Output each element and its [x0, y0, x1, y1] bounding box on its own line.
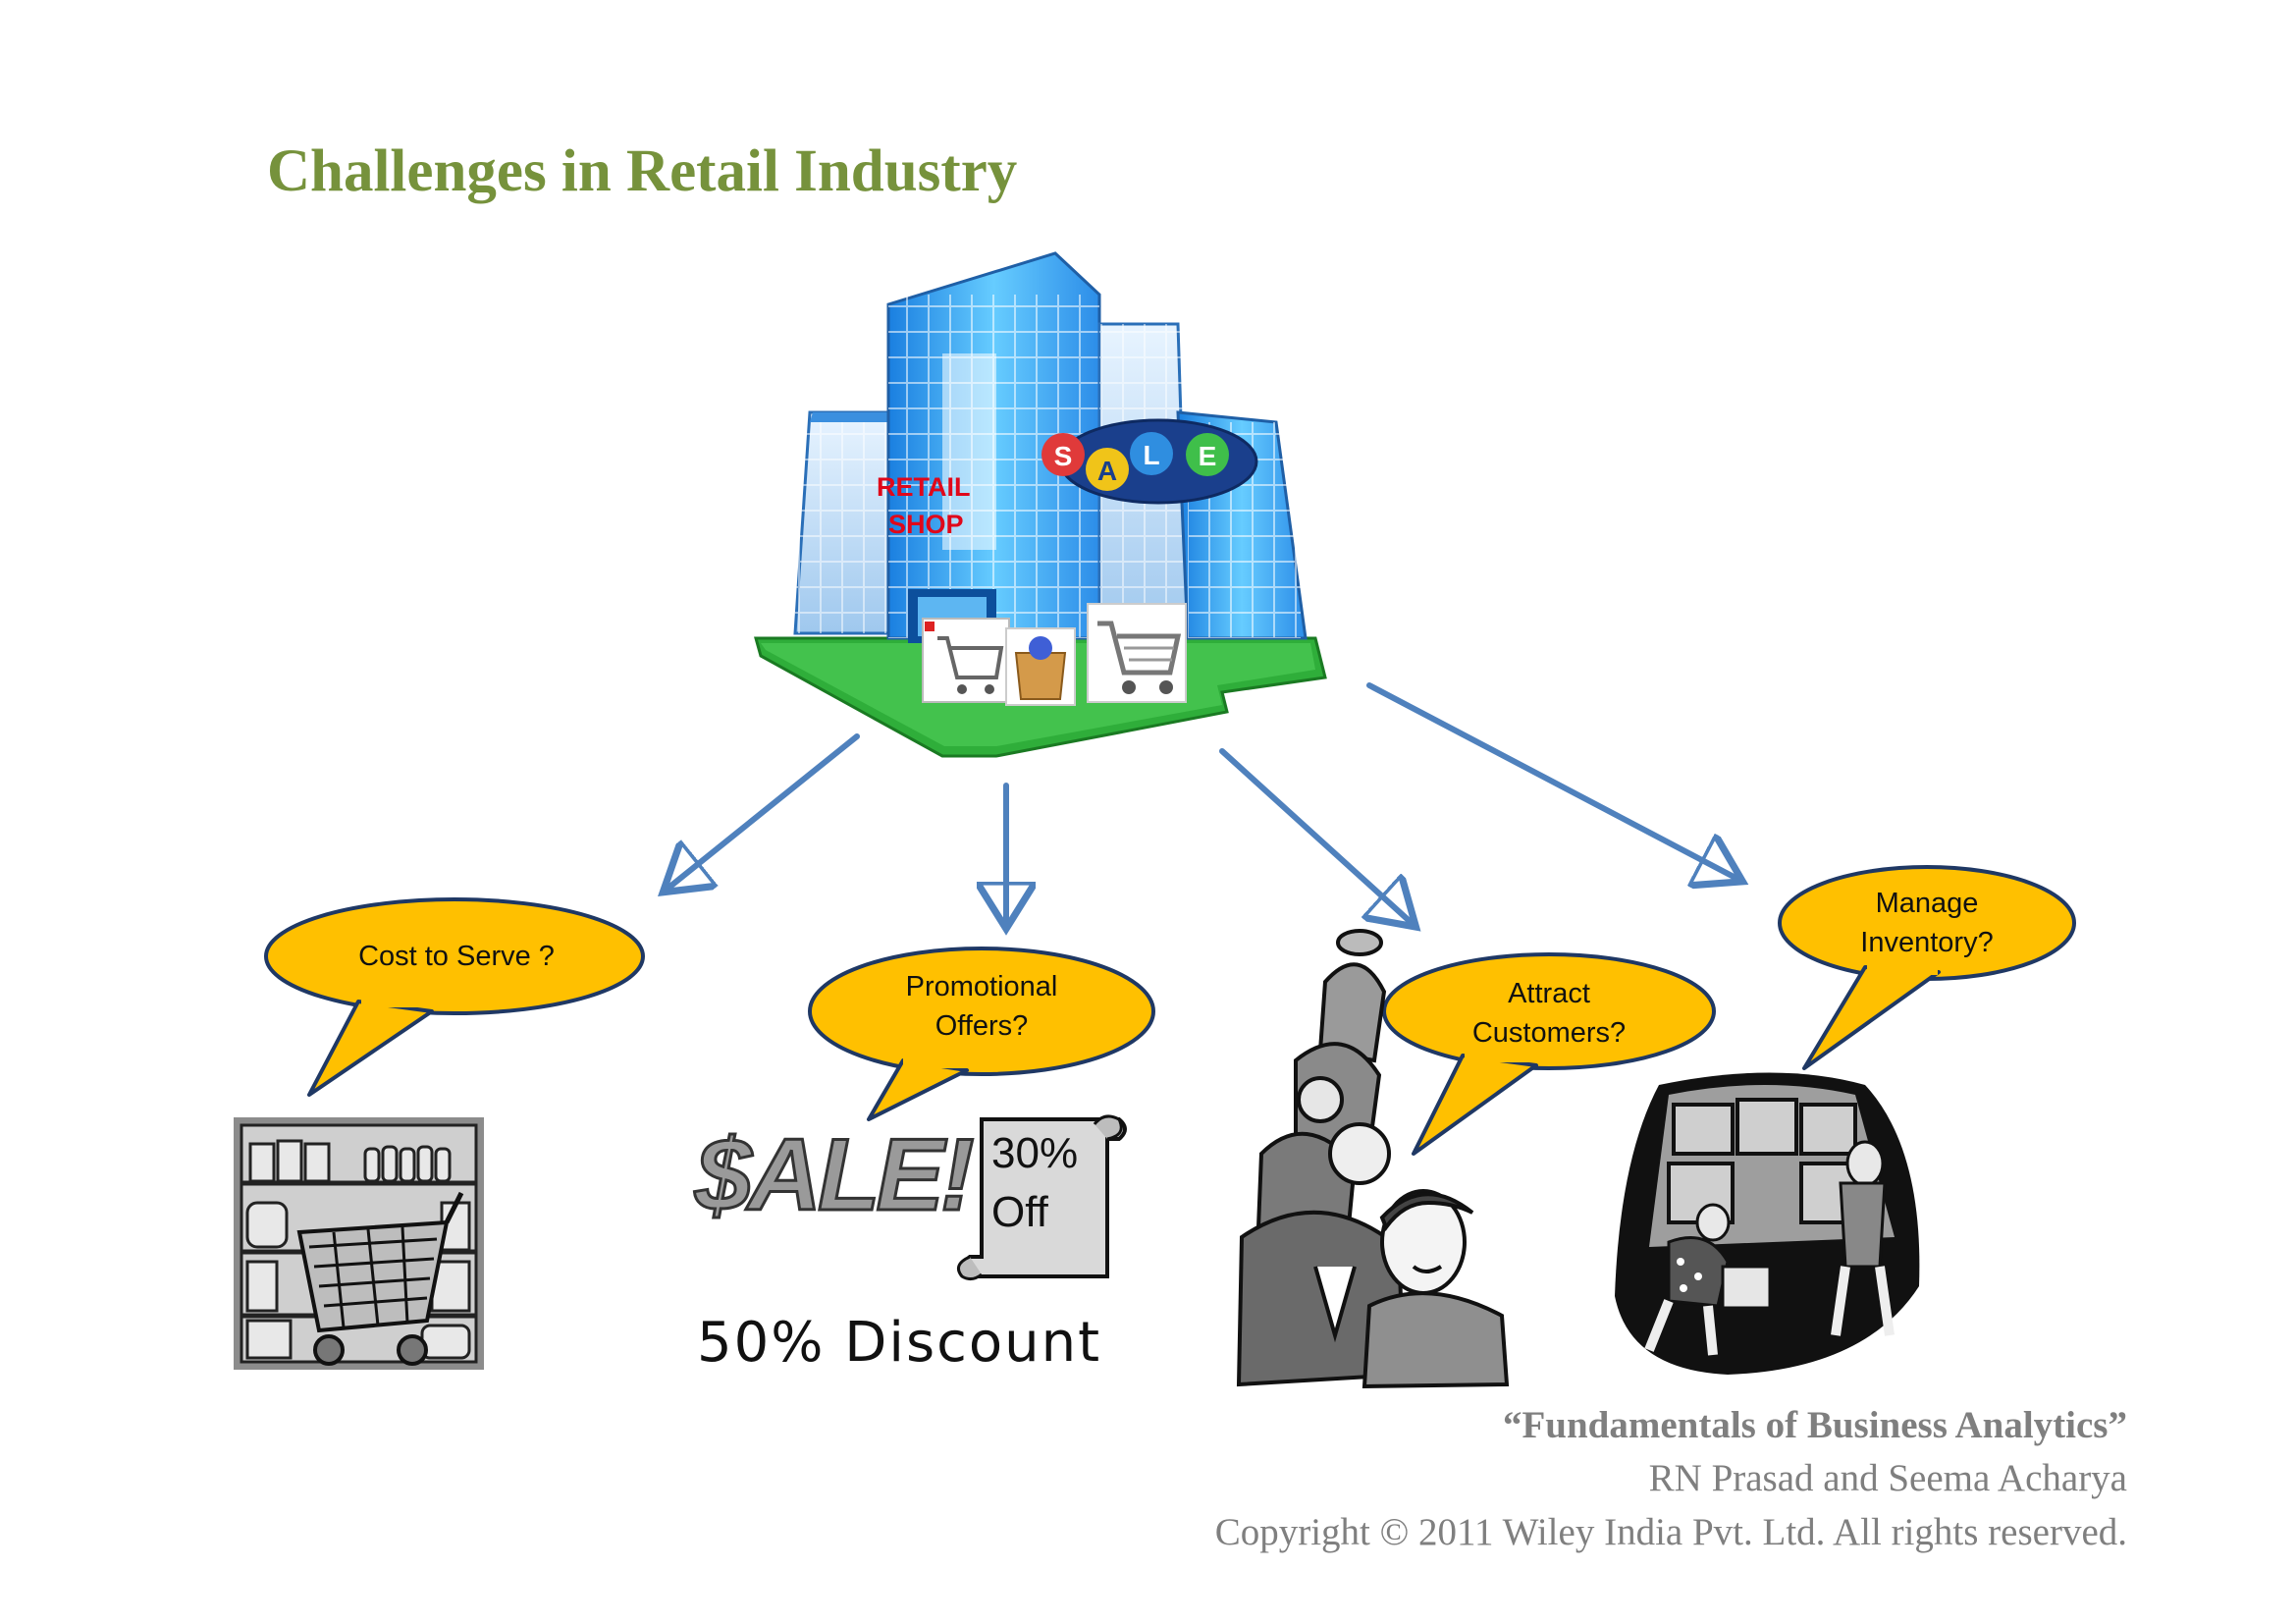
bubble-attract-line2: Customers?: [1471, 1017, 1627, 1049]
book-title: “Fundamentals of Business Analytics”: [1502, 1404, 2127, 1446]
warehouse-workers-icon: [1615, 1072, 1920, 1375]
retail-label-line2: SHOP: [888, 510, 964, 539]
arrow-to-inventory: [1366, 682, 1737, 879]
scroll-line1: 30%: [991, 1129, 1079, 1177]
bubble-attract-line1: Attract: [1508, 978, 1590, 1009]
bubble-cost-text: Cost to Serve ?: [294, 937, 618, 976]
bubble-attract-text: Attract Customers?: [1392, 974, 1706, 1053]
copyright: Copyright © 2011 Wiley India Pvt. Ltd. A…: [1214, 1511, 2127, 1553]
bubble-promo-line2: Offers?: [934, 1010, 1029, 1042]
arrows: [667, 682, 1737, 923]
discount-text: 50% Discount: [697, 1311, 1102, 1375]
sale-graphic: $ALE!: [693, 1117, 975, 1234]
bubble-promo-text: Promotional Offers?: [825, 967, 1139, 1046]
bubble-cost: [264, 897, 645, 1097]
sale-letter: E: [1199, 441, 1217, 471]
credits: “Fundamentals of Business Analytics” RN …: [1215, 1399, 2127, 1560]
bubble-inventory: [1778, 865, 2076, 1070]
bubble-inventory-text: Manage Inventory?: [1780, 884, 2074, 962]
scroll-icon: [956, 1114, 1127, 1281]
shopping-bag-icon: [1005, 627, 1076, 706]
bubble-promo: [808, 947, 1155, 1121]
scroll-line2: Off: [991, 1188, 1048, 1236]
scroll-text: 30% Off: [991, 1124, 1078, 1242]
bubble-cost-line1: Cost to Serve ?: [358, 941, 555, 972]
arrow-to-cost: [667, 733, 860, 889]
store-shelves-icon: [234, 1117, 484, 1370]
authors: RN Prasad and Seema Acharya: [1648, 1457, 2127, 1499]
customer-queue-icon: [1236, 929, 1510, 1389]
retail-label-line1: RETAIL: [877, 472, 971, 502]
shopping-cart-icon: [1087, 603, 1187, 703]
retail-label: RETAIL SHOP: [877, 468, 971, 543]
sale-letter: L: [1143, 440, 1159, 470]
arrow-to-attract: [1219, 748, 1412, 923]
bubble-inventory-line1: Manage: [1875, 888, 1979, 919]
sale-letter: A: [1097, 456, 1117, 486]
bubble-promo-line1: Promotional: [905, 971, 1058, 1002]
bubble-inventory-line2: Inventory?: [1860, 927, 1994, 958]
sale-sign-icon: S A L E: [1041, 418, 1258, 505]
bubble-attract: [1382, 952, 1716, 1156]
shopping-cart-icon: [922, 618, 1010, 703]
sale-letter: S: [1054, 441, 1073, 471]
slide-title: Challenges in Retail Industry: [267, 138, 1018, 204]
